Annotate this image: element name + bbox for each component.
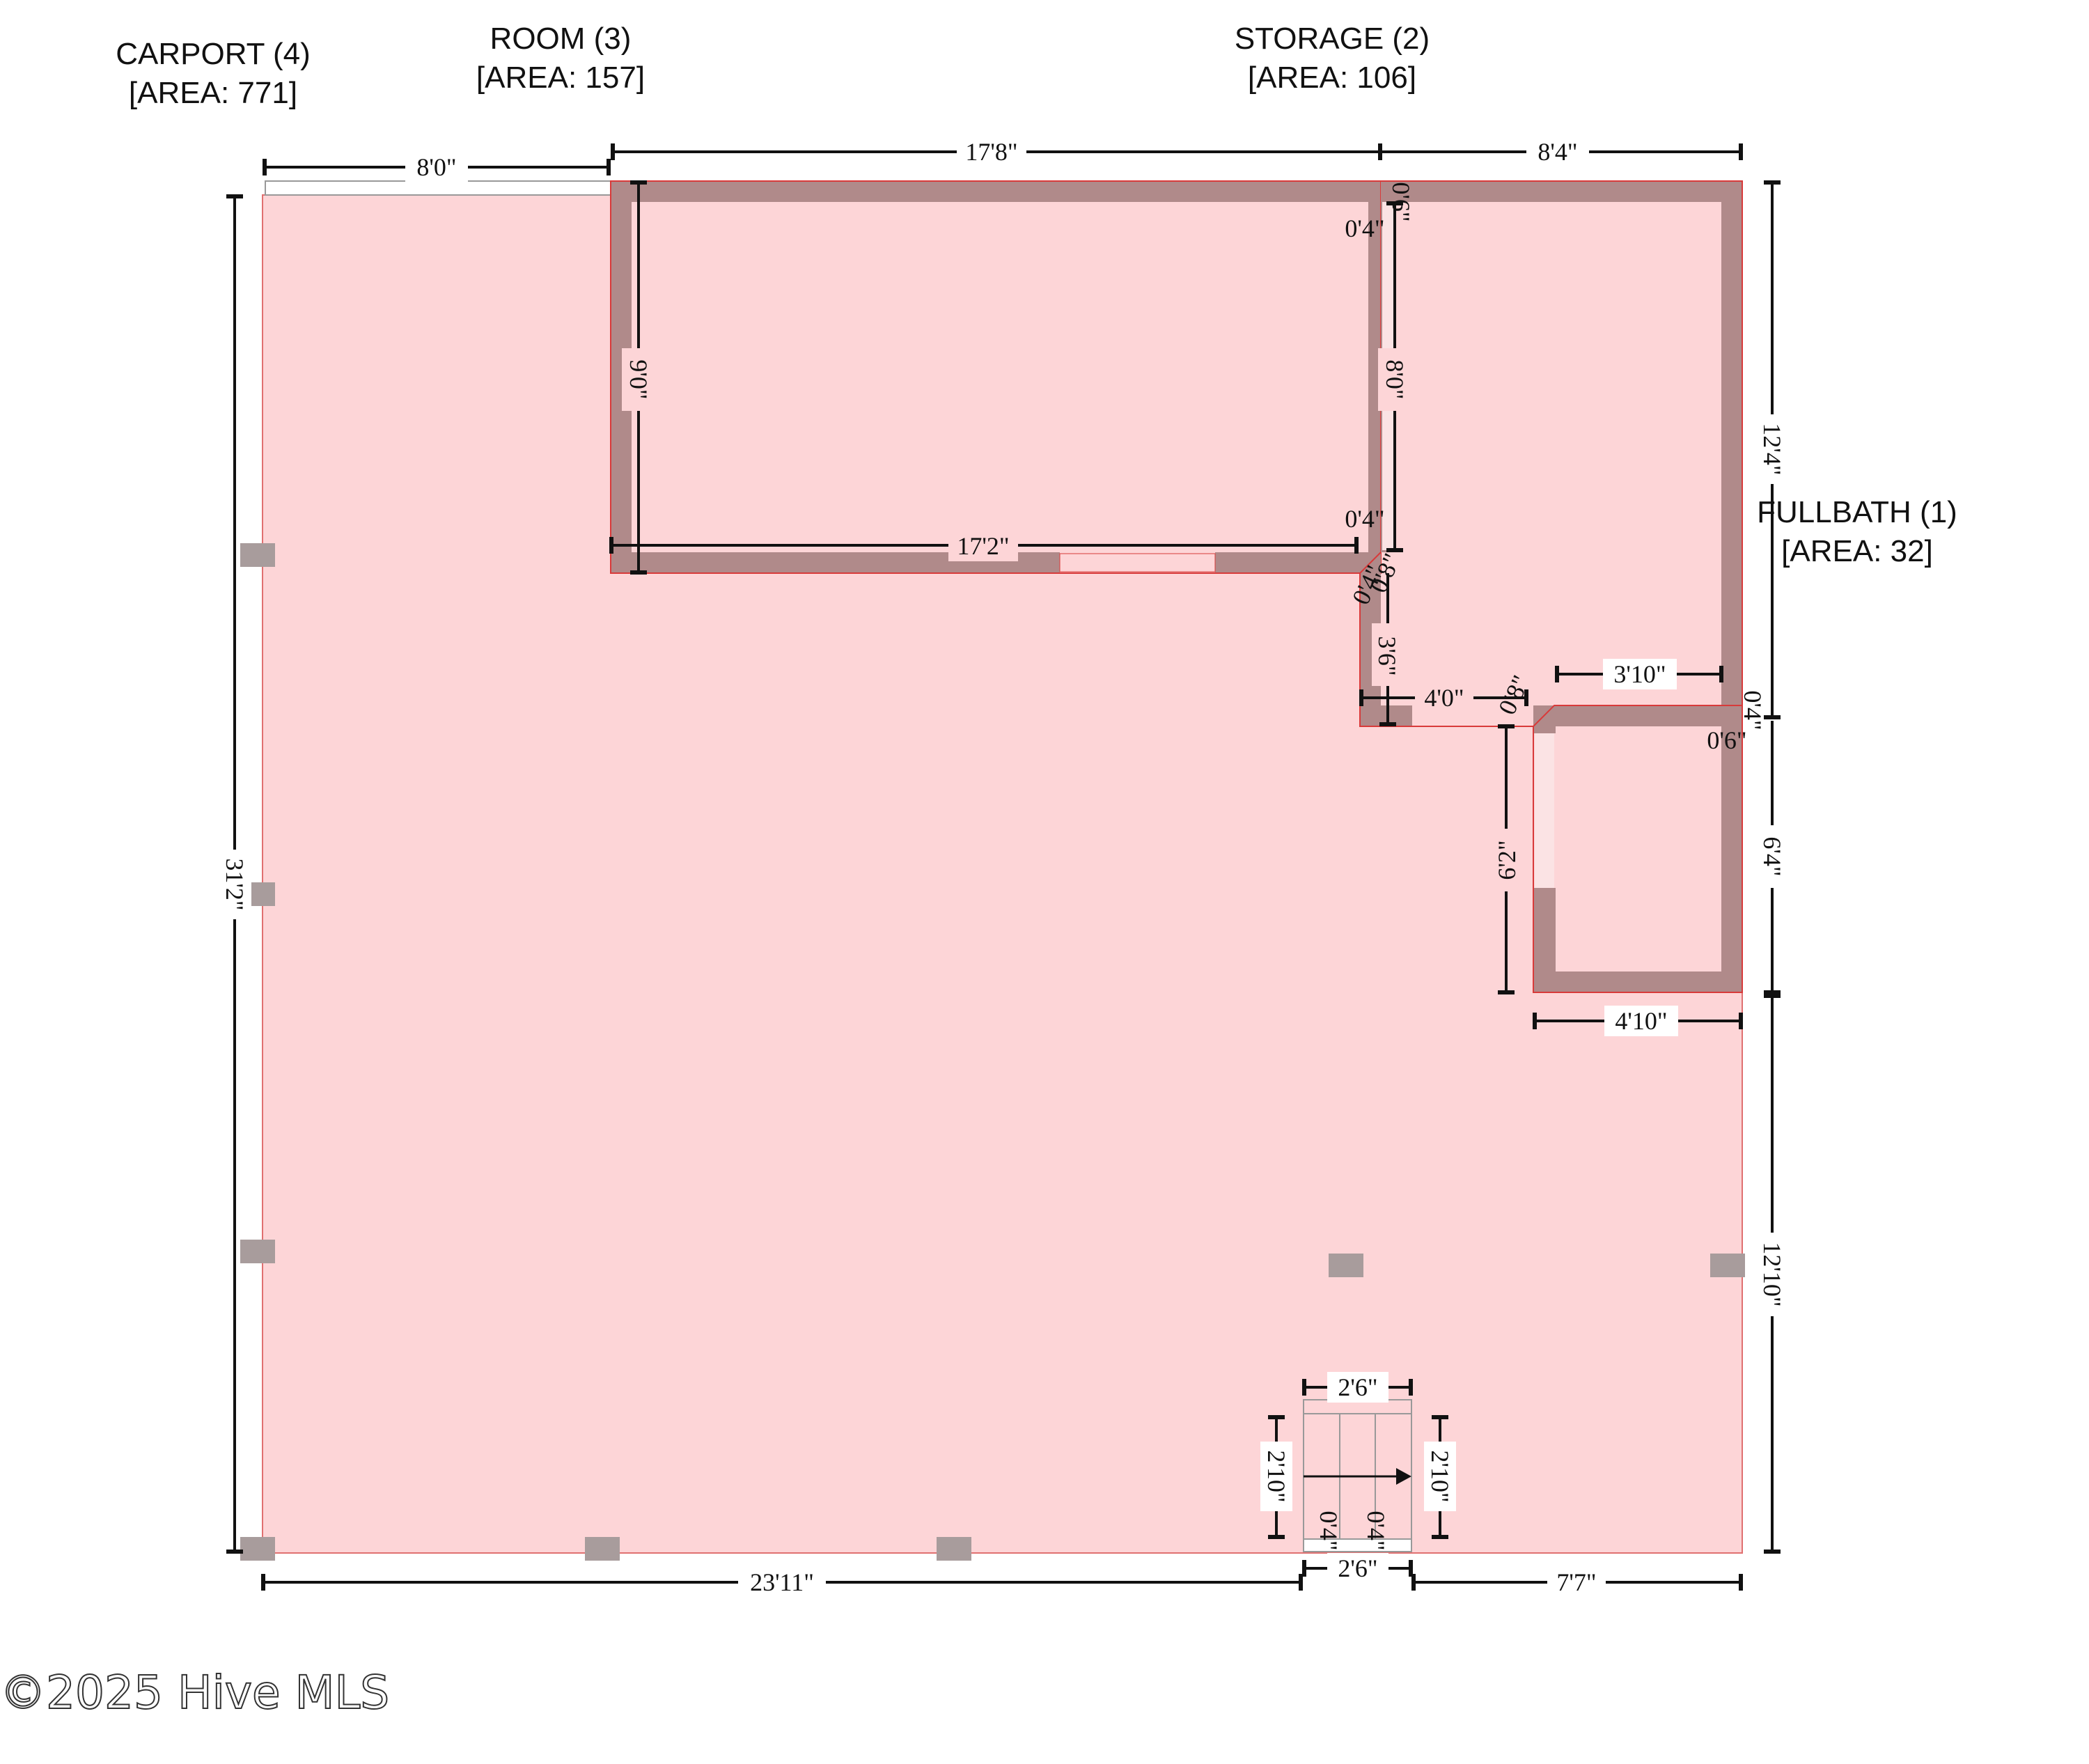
dim-bottom-stair: 2'6" [1338,1554,1377,1582]
dim-storage-inner-height: 8'0" [1381,359,1409,399]
dim-bath-wall-right: 0'4" [1739,690,1767,730]
dim-room-inner-mid: 0'4" [1345,505,1384,533]
dim-stair-width: 2'6" [1338,1373,1377,1401]
dim-room-inner-height: 9'0" [625,359,652,399]
room-title: ROOM (3) [490,22,632,56]
room-area: [AREA: 157] [476,61,645,95]
dim-bath-width: 4'10" [1615,1007,1667,1035]
storage-title: STORAGE (2) [1235,22,1430,56]
dim-right-lower: 12'10" [1758,1242,1786,1306]
storage-area: [AREA: 106] [1248,61,1416,95]
stairs [1303,1399,1412,1552]
dim-bath-top-width: 3'10" [1613,660,1666,688]
dim-top-room: 17'8" [965,138,1017,166]
fullbath-title: FULLBATH (1) [1757,495,1957,529]
dim-room-inner-top: 0'4" [1345,214,1384,242]
dim-stair-side-b: 0'4" [1362,1511,1390,1550]
dimension-labels: 8'0" 17'8" 8'4" 0'6" 0'4" 9'0" 8'0" 0'4"… [218,136,1790,1598]
dim-stair-side-a: 0'4" [1315,1511,1343,1550]
stair-arrow-icon [1396,1468,1411,1485]
dim-left-total: 31'2" [221,858,249,910]
dim-stair-left-depth: 2'10" [1262,1450,1290,1502]
dim-right-mid: 6'4" [1758,836,1786,876]
carport-top-strip [265,180,611,196]
carport-area: [AREA: 771] [129,76,297,110]
watermark: ©2025 Hive MLS [0,1666,389,1719]
dim-right-upper: 12'4" [1758,423,1786,475]
posts [240,543,1745,1561]
dim-top-storage: 8'4" [1538,138,1577,166]
dim-bottom-right: 7'7" [1556,1568,1596,1596]
dim-stair-right-depth: 2'10" [1426,1450,1454,1502]
dim-bath-height: 6'2" [1493,840,1521,880]
dim-storage-step: 4'0" [1424,684,1464,712]
dim-storage-lower: 3'6" [1373,636,1401,676]
carport-title: CARPORT (4) [116,37,311,71]
dim-bath-wall-top: 0'6" [1707,726,1746,754]
dim-room-wall-inner: 0'6" [1387,182,1415,221]
fullbath-walls [1533,705,1743,993]
fullbath-area: [AREA: 32] [1781,534,1933,568]
dim-room-inner-width: 17'2" [957,532,1009,560]
dim-bottom-left: 23'11" [750,1568,814,1596]
dim-top-carport: 8'0" [416,153,456,181]
